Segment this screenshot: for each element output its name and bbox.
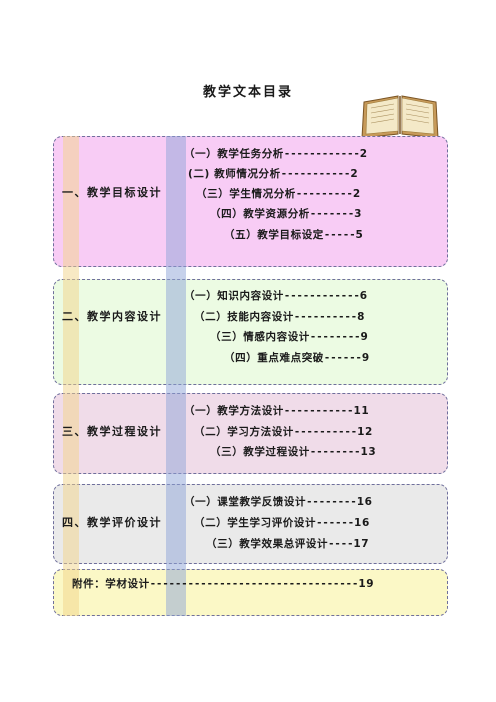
toc-entry[interactable]: （一）教学任务分析------------2 bbox=[184, 148, 368, 160]
section-label: 二、教学内容设计 bbox=[62, 310, 162, 323]
section-panel-content bbox=[53, 279, 448, 385]
section-panel-appendix bbox=[53, 569, 448, 616]
section-panel-goals bbox=[53, 136, 448, 267]
toc-entry[interactable]: （五）教学目标设定-----5 bbox=[224, 229, 364, 241]
decorative-band-blue bbox=[166, 136, 186, 616]
toc-entry[interactable]: （一）教学方法设计-----------11 bbox=[184, 405, 370, 417]
section-panel-evaluation bbox=[53, 484, 448, 564]
toc-entry[interactable]: （四）重点难点突破------9 bbox=[224, 352, 370, 364]
section-label: 一、教学目标设计 bbox=[62, 186, 162, 199]
toc-entry-appendix[interactable]: 附件：学材设计---------------------------------… bbox=[72, 578, 375, 590]
toc-entry[interactable]: (二) 教师情况分析-----------2 bbox=[188, 168, 359, 180]
toc-entry[interactable]: （三）教学效果总评设计----17 bbox=[206, 538, 370, 550]
toc-entry[interactable]: （三）情感内容设计--------9 bbox=[210, 331, 369, 343]
toc-entry[interactable]: （二）学习方法设计----------12 bbox=[194, 426, 373, 438]
toc-entry[interactable]: （一）知识内容设计------------6 bbox=[184, 290, 368, 302]
toc-entry[interactable]: （一）课堂教学反馈设计--------16 bbox=[184, 496, 373, 508]
toc-entry[interactable]: （三）教学过程设计--------13 bbox=[210, 446, 377, 458]
section-panel-process bbox=[53, 393, 448, 474]
section-label: 四、教学评价设计 bbox=[62, 516, 162, 529]
section-label: 三、教学过程设计 bbox=[62, 425, 162, 438]
toc-entry[interactable]: （四）教学资源分析-------3 bbox=[210, 208, 363, 220]
toc-entry[interactable]: （二）技能内容设计----------8 bbox=[194, 311, 366, 323]
toc-entry[interactable]: （三）学生情况分析---------2 bbox=[196, 188, 361, 200]
decorative-band-yellow bbox=[63, 136, 79, 616]
page-title: 教学文本目录 bbox=[202, 85, 293, 100]
toc-entry[interactable]: （二）学生学习评价设计------16 bbox=[194, 517, 370, 529]
open-book-icon bbox=[361, 95, 439, 139]
